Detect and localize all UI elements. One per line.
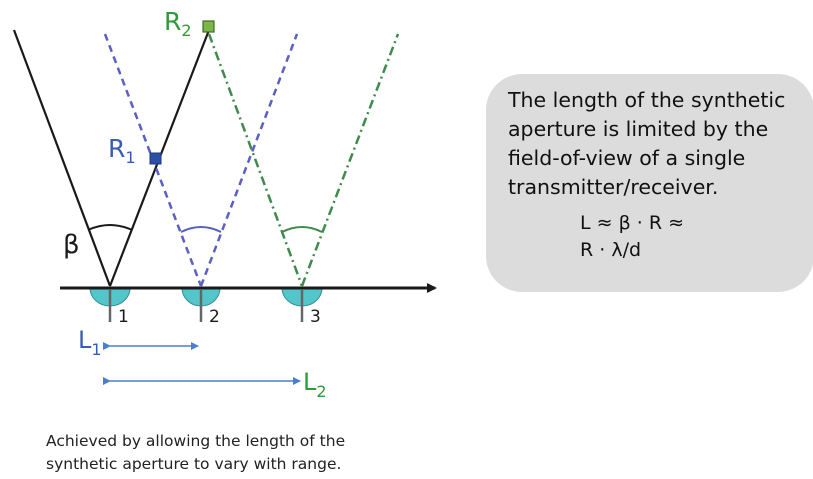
position-1-label: 1 <box>118 307 129 327</box>
explanation-line-4: transmitter/receiver. <box>508 175 719 199</box>
formula-line-1: L ≈ β · R ≈ <box>580 212 684 234</box>
l2-label: L2 <box>303 368 327 401</box>
r1-label: R1 <box>108 134 136 167</box>
r2-label: R2 <box>164 7 192 40</box>
beam-angle-arc-1 <box>87 224 133 231</box>
position-3-label: 3 <box>310 307 321 327</box>
l1-label: L1 <box>78 326 102 359</box>
beam-edge-3-left <box>207 33 304 287</box>
beam-edge-3-right <box>300 33 400 287</box>
explanation-line-2: aperture is limited by the <box>508 117 769 141</box>
caption: Achieved by allowing the length of the s… <box>46 430 446 476</box>
beam-edge-2-right <box>199 33 299 287</box>
target-r1-marker <box>149 152 162 165</box>
explanation-line-1: The length of the synthetic <box>508 88 786 112</box>
beam-edge-1-left <box>12 29 112 287</box>
beam-angle-arc-2 <box>180 226 222 233</box>
beta-label: β <box>63 230 80 260</box>
caption-line-1: Achieved by allowing the length of the <box>46 432 346 450</box>
beam-angle-arc-3 <box>281 226 323 233</box>
explanation-line-3: field-of-view of a single <box>508 146 746 170</box>
aperture-formula: L ≈ β · R ≈ R · λ/d <box>580 210 804 264</box>
caption-line-2: synthetic aperture to vary with range. <box>46 455 342 473</box>
synthetic-aperture-diagram: β R1 R2 1 2 3 L1 L2 <box>12 7 437 401</box>
position-2-label: 2 <box>209 307 220 327</box>
explanation-bubble: The length of the synthetic aperture is … <box>486 74 813 292</box>
formula-line-2: R · λ/d <box>580 239 642 261</box>
target-r2-marker <box>202 20 215 33</box>
